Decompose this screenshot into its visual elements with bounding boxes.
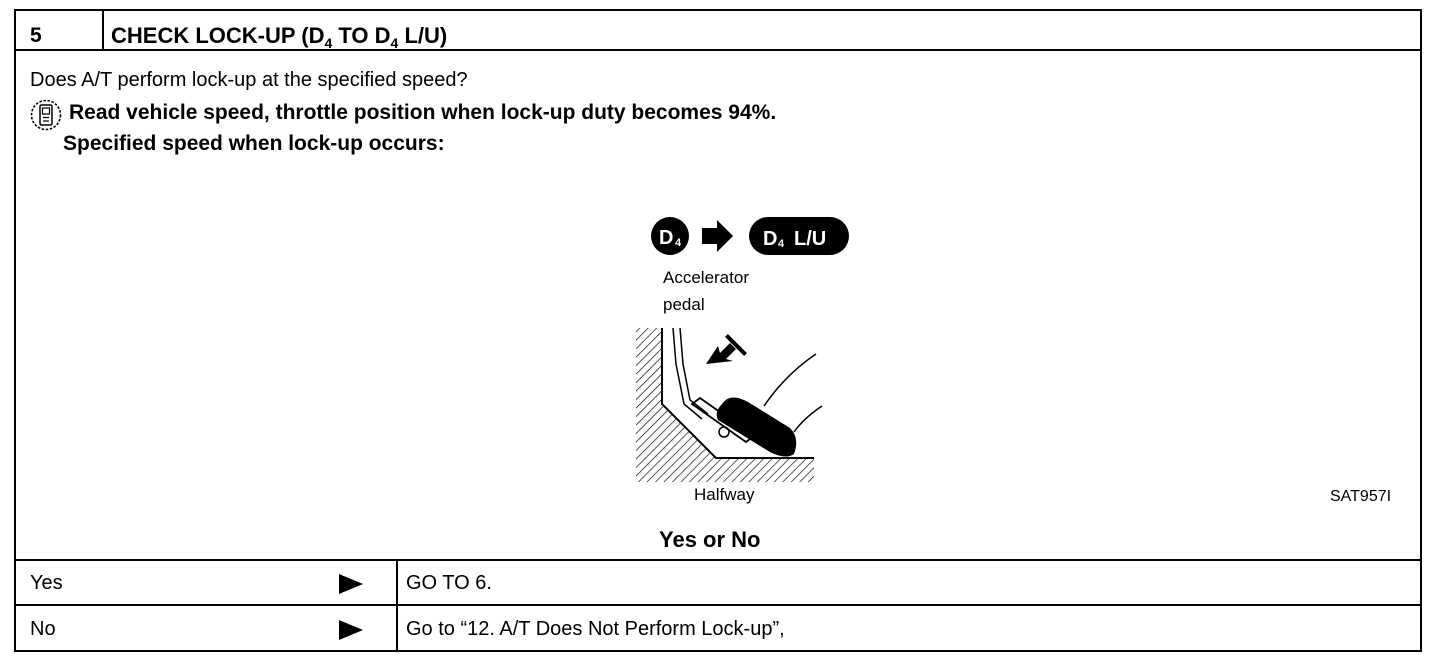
svg-text:L/U: L/U xyxy=(794,228,826,250)
decision-label: Yes or No xyxy=(659,527,761,552)
step-number: 5 xyxy=(30,24,42,47)
gear-d4-lockup-badge: D 4 L/U xyxy=(749,217,849,255)
instruction-line-1: Read vehicle speed, throttle position wh… xyxy=(69,101,777,124)
outcome-divider-middle xyxy=(16,604,1420,606)
gear-d4-badge: D 4 xyxy=(651,217,689,255)
header-divider xyxy=(16,49,1420,51)
arrow-right-icon xyxy=(339,574,363,594)
halfway-label: Halfway xyxy=(694,485,755,504)
outcome-answer: Yes xyxy=(30,572,63,594)
outcome-action: GO TO 6. xyxy=(406,572,492,594)
consult-diagnostic-icon xyxy=(30,99,62,131)
inspection-question: Does A/T perform lock-up at the specifie… xyxy=(30,69,468,91)
svg-text:4: 4 xyxy=(778,238,785,250)
pedal-label-line-2: pedal xyxy=(663,295,705,314)
instruction-line-2: Specified speed when lock-up occurs: xyxy=(63,132,445,155)
step-number-divider xyxy=(102,11,104,49)
step-title: CHECK LOCK-UP (D4 TO D4 L/U) xyxy=(111,23,448,51)
arrow-right-icon xyxy=(339,620,363,640)
svg-text:D: D xyxy=(659,227,673,249)
transition-arrow-icon xyxy=(702,220,733,252)
outcome-action: Go to “12. A/T Does Not Perform Lock-up”… xyxy=(406,618,785,640)
outcome-divider-top xyxy=(16,559,1420,561)
accelerator-pedal-illustration: D 4 D 4 L/U Accelerator pedal xyxy=(636,217,849,504)
outcome-column-divider xyxy=(396,559,398,652)
outcome-answer: No xyxy=(30,618,56,640)
svg-text:4: 4 xyxy=(675,237,682,249)
pedal-label-line-1: Accelerator xyxy=(663,268,749,287)
check-step-table: 5 CHECK LOCK-UP (D4 TO D4 L/U) Does A/T … xyxy=(14,9,1422,652)
figure-id: SAT957I xyxy=(1330,488,1392,505)
svg-text:D: D xyxy=(763,228,777,250)
